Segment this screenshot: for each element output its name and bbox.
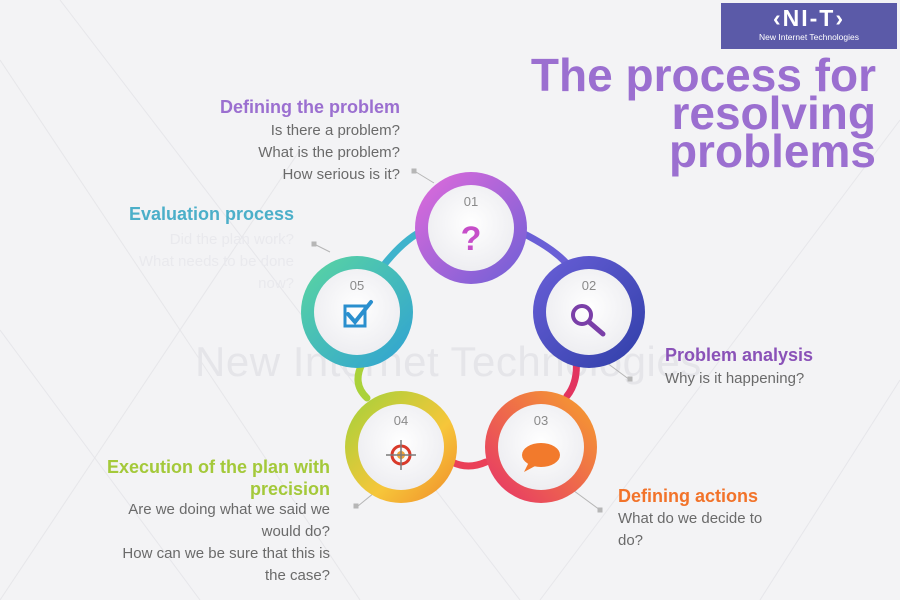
step-03-line-1: What do we decide to — [618, 510, 763, 527]
target-icon — [386, 440, 416, 470]
step-05-circle: 05 — [301, 256, 413, 368]
step-04-number: 04 — [394, 413, 408, 428]
step-04-title-line-1: Execution of the plan with — [106, 457, 330, 477]
step-04-line-4: the case? — [264, 567, 330, 584]
step-05-line-2: What needs to be done — [138, 253, 294, 270]
title-line-2: resolving — [671, 87, 876, 139]
step-01-title: Defining the problem — [220, 97, 400, 117]
step-01-number: 01 — [464, 194, 478, 209]
step-04-description: Are we doing what we said we would do? H… — [40, 499, 330, 587]
title-line-1: The process for — [530, 49, 876, 101]
step-03-title: Defining actions — [618, 486, 759, 506]
step-04-circle: 04 — [345, 391, 457, 503]
step-05-title: Evaluation process — [128, 204, 294, 224]
svg-text:?: ? — [461, 220, 482, 258]
step-01-description: Is there a problem? What is the problem?… — [150, 120, 400, 186]
page-title: The process for resolving problems — [530, 49, 876, 177]
step-05-line-3: now? — [258, 275, 294, 292]
step-03-number: 03 — [534, 413, 548, 428]
step-03-description: What do we decide to do? — [618, 508, 878, 552]
speech-bubble-icon — [522, 443, 560, 472]
step-04-line-3: How can we be sure that this is — [122, 545, 330, 562]
step-04-title: Execution of the plan with precision — [40, 456, 330, 500]
step-03-line-2: do? — [618, 532, 644, 549]
checkbox-icon — [343, 300, 373, 328]
step-03-circle: 03 — [485, 391, 597, 503]
step-04-title-line-2: precision — [249, 479, 330, 499]
step-01-line-1: Is there a problem? — [270, 122, 400, 139]
step-02-number: 02 — [582, 278, 596, 293]
question-mark-icon: ? — [461, 220, 482, 258]
step-02-circle: 02 — [533, 256, 645, 368]
step-05-line-1: Did the plan work? — [169, 231, 294, 248]
step-02-title: Problem analysis — [665, 345, 814, 365]
step-04-line-2: would do? — [261, 523, 330, 540]
magnifier-icon — [571, 304, 606, 337]
step-01-line-3: How serious is it? — [282, 166, 400, 183]
logo-mark: ‹NI-T› — [772, 5, 846, 31]
step-02-line-1: Why is it happening? — [665, 370, 805, 387]
company-logo: ‹NI-T› New Internet Technologies — [721, 3, 897, 49]
step-05-number: 05 — [350, 278, 364, 293]
step-05-description: Did the plan work? What needs to be done… — [44, 229, 294, 295]
step-01-line-2: What is the problem? — [258, 144, 400, 161]
step-02-description: Why is it happening? — [665, 368, 885, 390]
title-line-3: problems — [668, 125, 876, 177]
logo-subtitle: New Internet Technologies — [758, 32, 860, 42]
step-01-circle: 01 ? — [415, 172, 527, 284]
step-04-line-1: Are we doing what we said we — [128, 501, 330, 518]
